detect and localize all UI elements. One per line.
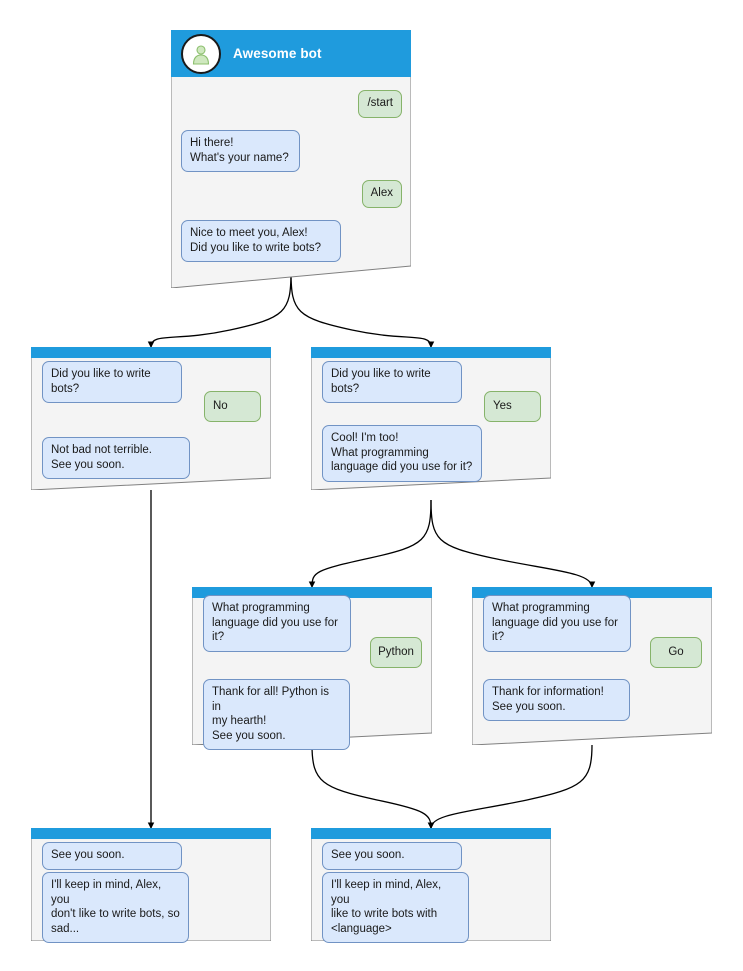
node-header-bar [311,347,551,358]
message-bubble-user: Alex [361,180,402,208]
message-bubble-bot: Not bad not terrible. See you soon. [42,437,190,479]
bot-window-header: Awesome bot [171,30,411,77]
node-header-bar [31,347,271,358]
message-bubble-bot: I'll keep in mind, Alex, you like to wri… [322,872,469,943]
node-header-bar [31,828,271,839]
node-header-bar [472,587,712,598]
message-bubble-bot: See you soon. [322,842,462,870]
node-python-branch[interactable]: What programming language did you use fo… [192,587,432,750]
edge-go-to-end [427,744,593,830]
message-bubble-bot: What programming language did you use fo… [483,595,631,652]
message-bubble-bot: Did you like to write bots? [42,361,182,403]
message-bubble-user: Yes [484,391,541,422]
message-bubble-user: No [204,391,261,422]
message-bubble-user: Python [370,637,422,668]
bot-title: Awesome bot [233,46,322,61]
message-bubble-bot: Did you like to write bots? [322,361,462,403]
edge-yes-to-go [430,499,596,589]
message-bubble-bot: See you soon. [42,842,182,870]
node-end-yes[interactable]: See you soon. I'll keep in mind, Alex, y… [311,828,551,943]
message-bubble-bot: What programming language did you use fo… [203,595,351,652]
message-bubble-user: /start [358,90,402,118]
message-bubble-bot: Cool! I'm too! What programming language… [322,425,482,482]
message-bubble-bot: I'll keep in mind, Alex, you don't like … [42,872,189,943]
node-root[interactable]: Awesome bot /start Hi there! What's your… [171,30,411,288]
message-bubble-bot: Thank for all! Python is in my hearth! S… [203,679,350,750]
node-header-bar [192,587,432,598]
person-avatar-icon [181,33,221,74]
node-go-branch[interactable]: What programming language did you use fo… [472,587,712,745]
node-end-no[interactable]: See you soon. I'll keep in mind, Alex, y… [31,828,271,943]
edge-yes-to-python [308,499,432,589]
node-header-bar [311,828,551,839]
node-no-branch[interactable]: Did you like to write bots? No Not bad n… [31,347,271,490]
message-bubble-bot: Nice to meet you, Alex! Did you like to … [181,220,341,262]
message-bubble-user: Go [650,637,702,668]
edge-python-to-end [311,744,435,830]
node-yes-branch[interactable]: Did you like to write bots? Yes Cool! I'… [311,347,551,490]
message-bubble-bot: Hi there! What's your name? [181,130,300,172]
message-bubble-bot: Thank for information! See you soon. [483,679,630,721]
